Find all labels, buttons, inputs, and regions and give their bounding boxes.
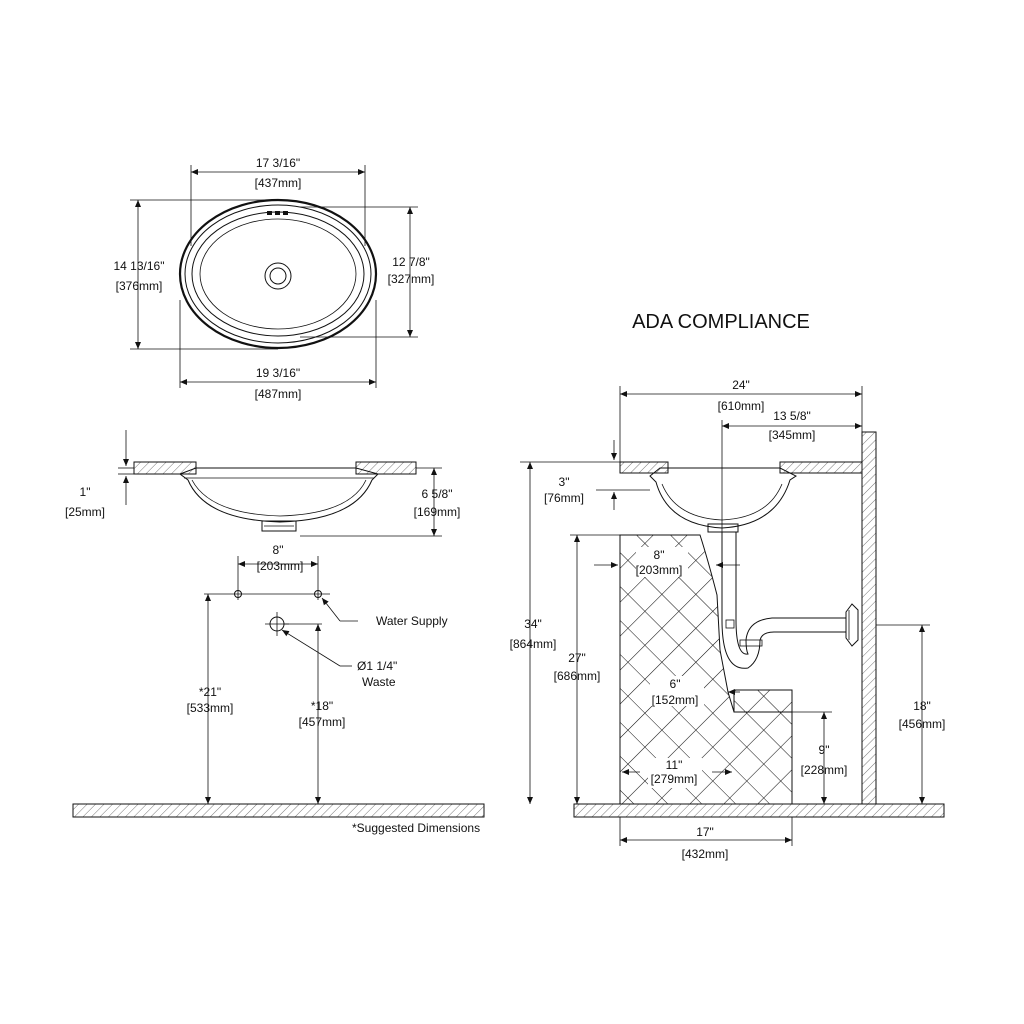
floor-right — [573, 803, 945, 818]
overflow-slots-icon — [267, 211, 288, 215]
ada-counter-right — [779, 461, 863, 474]
supply-right-icon — [314, 590, 322, 598]
dim-knee-depth-mid-mm: [152mm] — [652, 693, 699, 707]
dim-counter-height: 34" — [524, 617, 542, 631]
dim-outer-depth-mm: [376mm] — [116, 279, 163, 293]
side-view: 1" [25mm] 6 5/8" [169mm] — [65, 430, 461, 537]
dim-bowl-depth-mm: [169mm] — [414, 505, 461, 519]
drain-tailpiece — [261, 520, 297, 532]
escutcheon-icon — [845, 603, 859, 647]
drain-inner — [269, 267, 287, 285]
dim-drain-offset-mm: [345mm] — [769, 428, 816, 442]
dim-toe-depth: 11" — [666, 758, 683, 772]
dim-inner-depth-mm: [327mm] — [388, 272, 435, 286]
ada-view: ADA COMPLIANCE 24" [6 — [510, 311, 946, 861]
dim-inner-width: 17 3/16" — [256, 156, 300, 170]
basin-rim-line — [184, 204, 372, 344]
dim-waste-height: *18" — [311, 699, 333, 713]
supply-left-icon — [234, 590, 242, 598]
dim-knee-depth-mid: 6" — [670, 677, 681, 691]
dim-toe-height-mm: [228mm] — [801, 763, 848, 777]
dim-bowl-depth: 6 5/8" — [422, 487, 453, 501]
footnote-suggested: *Suggested Dimensions — [352, 821, 480, 835]
basin-bowl-inner — [199, 218, 357, 330]
dim-counter-depth-mm: [610mm] — [718, 399, 765, 413]
p-trap — [721, 532, 859, 669]
dim-outer-width: 19 3/16" — [256, 366, 300, 380]
wall — [861, 431, 877, 805]
dim-counter-depth: 24" — [732, 378, 750, 392]
top-view: 17 3/16" [437mm] 14 13/16" [376mm] 12 7/… — [114, 156, 435, 401]
dim-inner-depth: 12 7/8" — [392, 255, 430, 269]
dim-counter-height-mm: [864mm] — [510, 637, 557, 651]
basin-bowl-edge — [191, 211, 365, 337]
ada-drain-body — [707, 523, 739, 533]
dim-knee-depth-top: 8" — [654, 548, 665, 562]
dim-waste-height-mm: [457mm] — [299, 715, 346, 729]
dim-outer-width-mm: [487mm] — [255, 387, 302, 401]
dim-toe-height: 9" — [819, 743, 830, 757]
dim-knee-depth-top-mm: [203mm] — [636, 563, 683, 577]
dim-counter-thickness: 3" — [559, 475, 570, 489]
floor-left — [72, 803, 485, 818]
dim-inner-width-mm: [437mm] — [255, 176, 302, 190]
ada-title: ADA COMPLIANCE — [632, 311, 810, 333]
dim-counter-thickness-mm: [76mm] — [544, 491, 584, 505]
dim-trap-height: 18" — [913, 699, 931, 713]
dim-supply-height: *21" — [199, 685, 221, 699]
counter-left — [133, 461, 197, 475]
basin-outer-rim — [178, 198, 378, 350]
dim-clear-floor: 17" — [696, 825, 714, 839]
dim-supply-spacing: 8" — [273, 543, 284, 557]
dim-supply-height-mm: [533mm] — [187, 701, 234, 715]
drain-icon — [264, 262, 292, 290]
dim-knee-height-mm: [686mm] — [554, 669, 601, 683]
dim-rim-thickness-mm: [25mm] — [65, 505, 105, 519]
dim-outer-depth: 14 13/16" — [114, 259, 165, 273]
counter-right — [355, 461, 417, 475]
dim-supply-spacing-mm: [203mm] — [257, 559, 304, 573]
label-waste: Waste — [362, 675, 396, 689]
basin-profile — [178, 467, 379, 523]
ada-basin — [649, 467, 797, 529]
rough-in-view: 8" [203mm] Water Supply Ø1 1/4" Waste *2… — [72, 543, 485, 835]
dim-clear-floor-mm: [432mm] — [682, 847, 729, 861]
dim-knee-height: 27" — [568, 651, 586, 665]
dim-drain-offset: 13 5/8" — [773, 409, 811, 423]
dim-rim-thickness: 1" — [80, 485, 91, 499]
dim-trap-height-mm: [456mm] — [899, 717, 946, 731]
label-waste-size: Ø1 1/4" — [357, 659, 397, 673]
label-water-supply: Water Supply — [376, 614, 448, 628]
dim-toe-depth-mm: [279mm] — [651, 772, 698, 786]
